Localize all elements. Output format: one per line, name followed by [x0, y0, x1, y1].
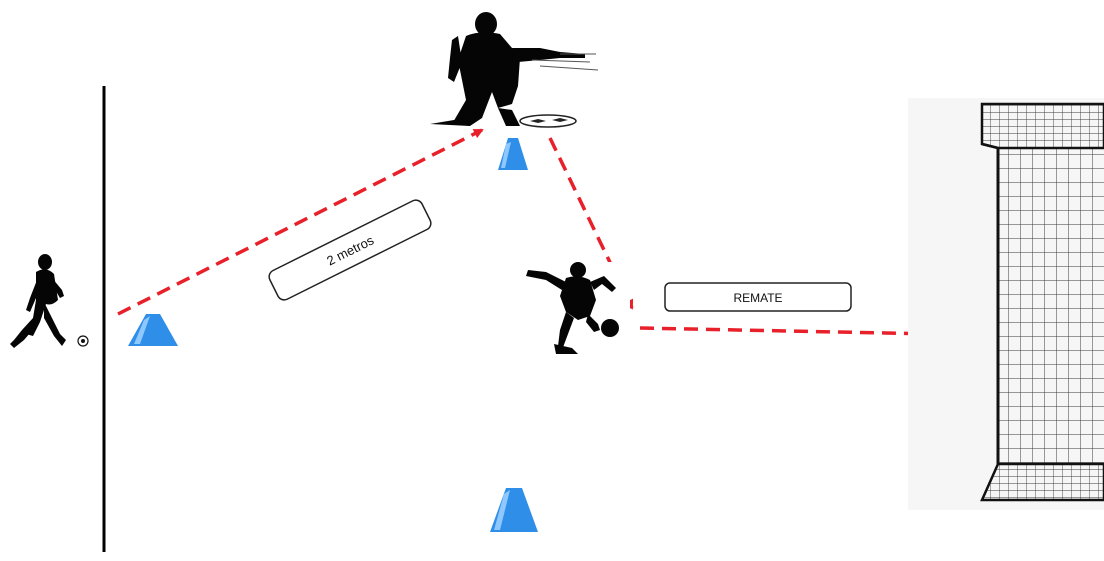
training-cone-icon — [128, 314, 178, 346]
goal-net-icon — [908, 98, 1104, 510]
training-cone-icon — [490, 488, 538, 532]
player-passing-icon — [418, 12, 600, 127]
player-shooting-icon — [514, 262, 630, 362]
shot-label: REMATE — [665, 283, 851, 311]
soccer-ball-icon — [78, 336, 88, 346]
distance-label: 2 metros — [267, 198, 433, 302]
player-running-with-ball-icon — [10, 254, 66, 348]
soccer-ball-icon — [601, 319, 619, 337]
shot-label-text: REMATE — [733, 291, 782, 305]
soccer-ball-icon — [520, 115, 576, 127]
training-cone-icon — [498, 138, 528, 170]
